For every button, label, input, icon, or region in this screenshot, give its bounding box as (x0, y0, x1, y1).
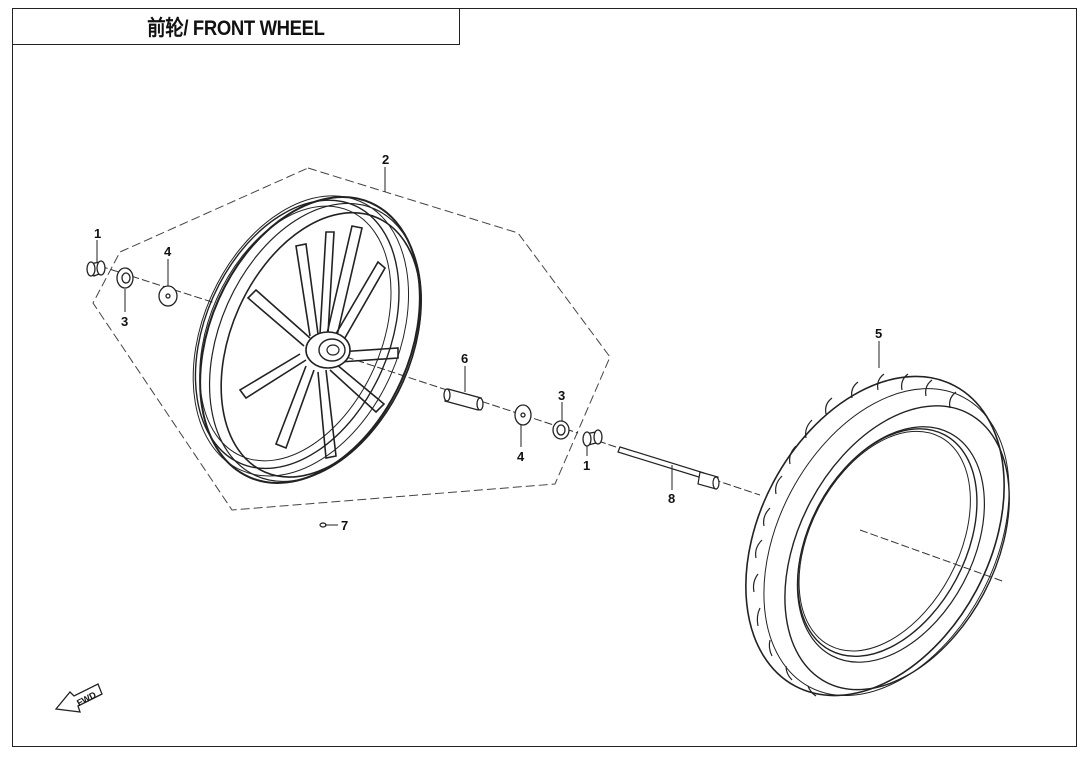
seal-right (552, 420, 570, 440)
rim (192, 195, 422, 484)
callout-rim: 2 (382, 152, 389, 167)
tire-axis-line (859, 529, 1006, 583)
callout-spacer: 6 (461, 351, 468, 366)
spacer (443, 388, 484, 411)
callout-collar-right: 4 (517, 449, 525, 464)
assembly-group-outline (92, 167, 611, 511)
leader-lines (96, 167, 880, 526)
axle (617, 446, 720, 490)
callout-collar-left: 4 (164, 244, 172, 259)
collar-right (514, 404, 532, 426)
bearing-left (86, 260, 106, 277)
left-axis-line (99, 265, 216, 304)
drawing-frame (12, 8, 1077, 747)
seal-left (116, 267, 134, 289)
callout-seal-left: 3 (121, 314, 128, 329)
callout-bearing-left: 1 (94, 226, 101, 241)
callout-valve: 7 (341, 518, 348, 533)
tire (745, 373, 1010, 697)
page-title: 前轮/ FRONT WHEEL (147, 16, 325, 40)
bearing-right (582, 429, 603, 447)
fwd-arrow-icon: FWD (54, 683, 103, 713)
collar-left (158, 285, 178, 307)
callout-bearing-right: 1 (583, 458, 590, 473)
callout-tire: 5 (875, 326, 882, 341)
callout-seal-right: 3 (558, 388, 565, 403)
title-box: 前轮/ FRONT WHEEL (12, 8, 460, 45)
callout-axle: 8 (668, 491, 675, 506)
